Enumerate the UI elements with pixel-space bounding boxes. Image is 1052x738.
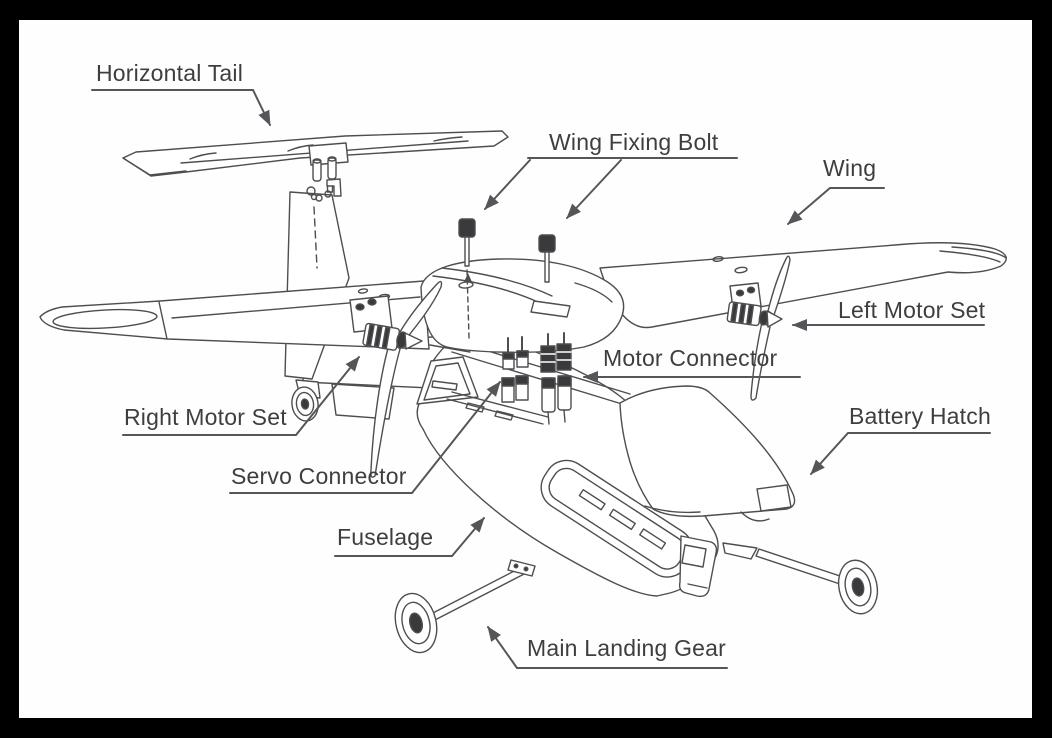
right-motor-set-drawing — [350, 282, 442, 478]
wing-fixing-bolts-drawing — [459, 219, 555, 338]
callout-main-landing-gear: Main Landing Gear — [527, 635, 727, 661]
callout-right-motor-set: Right Motor Set — [124, 404, 287, 430]
leader-battery-hatch — [811, 433, 990, 474]
callout-servo-connector: Servo Connector — [231, 463, 407, 489]
left-main-wheel — [389, 589, 442, 657]
callout-fuselage: Fuselage — [337, 524, 434, 550]
servo-connector-plugs — [502, 351, 528, 402]
main-landing-gear-drawing — [389, 543, 882, 657]
leader-wing-fixing-bolt-1 — [485, 160, 530, 209]
motor-connector-plugs — [541, 344, 571, 424]
leader-wing — [788, 188, 884, 224]
leader-wing-fixing-bolt-2 — [567, 160, 621, 218]
connectors-drawing — [502, 333, 571, 424]
callout-horizontal-tail: Horizontal Tail — [96, 60, 244, 86]
callout-leader-lines — [92, 90, 990, 668]
callout-wing: Wing — [823, 155, 877, 181]
battery-hatch-drawing — [620, 386, 795, 521]
wing-assembly-drawing — [421, 243, 1006, 353]
callout-wing-fixing-bolt: Wing Fixing Bolt — [549, 129, 719, 155]
leader-servo-connector — [230, 382, 500, 493]
callout-motor-connector: Motor Connector — [603, 345, 778, 371]
leader-fuselage — [335, 518, 484, 556]
leader-right-motor-set — [123, 357, 359, 435]
horizontal-tail-drawing — [123, 131, 508, 200]
callout-left-motor-set: Left Motor Set — [838, 297, 986, 323]
callout-battery-hatch: Battery Hatch — [849, 403, 991, 429]
left-motor-set-drawing — [727, 256, 790, 400]
leader-main-landing-gear — [488, 627, 727, 668]
right-main-wheel — [834, 557, 882, 618]
leader-horizontal-tail — [92, 90, 270, 125]
